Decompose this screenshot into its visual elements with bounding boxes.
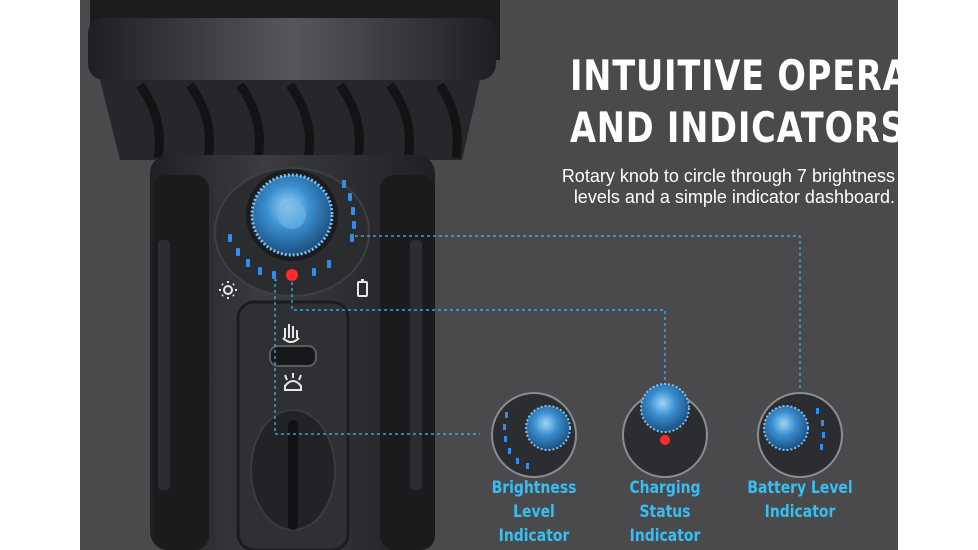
callout-charging-label: Charging Status Indicator: [604, 476, 727, 548]
head-ring: [88, 18, 496, 80]
headlamp-icon: [284, 373, 302, 391]
callout-battery-line-1: Battery Level: [747, 478, 853, 498]
callout-battery-thumbnail: [757, 392, 843, 478]
callout-brightness-line-2: Indicator: [498, 526, 570, 546]
heatsink-fins: [136, 82, 462, 159]
callout-charging-line-2: Indicator: [629, 526, 701, 546]
callout-lines: [274, 235, 801, 435]
knob-center: [278, 201, 306, 229]
brightness-leds: [228, 234, 331, 279]
product-banner: INTUITIVE OPERATION AND INDICATORS Rotar…: [80, 0, 898, 550]
flashlight-illustration: [88, 0, 843, 550]
lower-knob-ridge: [288, 420, 298, 530]
mode-slider: [269, 345, 317, 367]
title-line-1: INTUITIVE OPERATION: [570, 51, 898, 100]
page-title: INTUITIVE OPERATION AND INDICATORS: [570, 50, 898, 154]
callout-charging-line-1: Charging Status: [629, 478, 701, 522]
callout-brightness-thumbnail: [491, 392, 577, 478]
subtitle: Rotary knob to circle through 7 brightne…: [475, 166, 895, 208]
callout-brightness-label: Brightness Level Indicator: [473, 476, 596, 548]
callout-charging-thumbnail: [622, 383, 708, 478]
subtitle-line-2: levels and a simple indicator dashboard.: [573, 187, 895, 207]
callout-battery-label: Battery Level Indicator: [739, 476, 862, 524]
charging-led: [286, 269, 298, 281]
left-grip-label: [158, 240, 170, 490]
hand-icon: [282, 324, 300, 343]
subtitle-line-1: Rotary knob to circle through 7 brightne…: [561, 166, 895, 186]
callout-battery-line-2: Indicator: [764, 502, 836, 522]
right-grip: [380, 175, 435, 550]
callout-brightness-line-1: Brightness Level: [491, 478, 577, 522]
right-grip-label: [410, 240, 422, 490]
battery-leds: [342, 180, 356, 242]
battery-icon: [357, 279, 368, 297]
title-line-2: AND INDICATORS: [570, 103, 898, 152]
sun-icon: [219, 281, 237, 299]
